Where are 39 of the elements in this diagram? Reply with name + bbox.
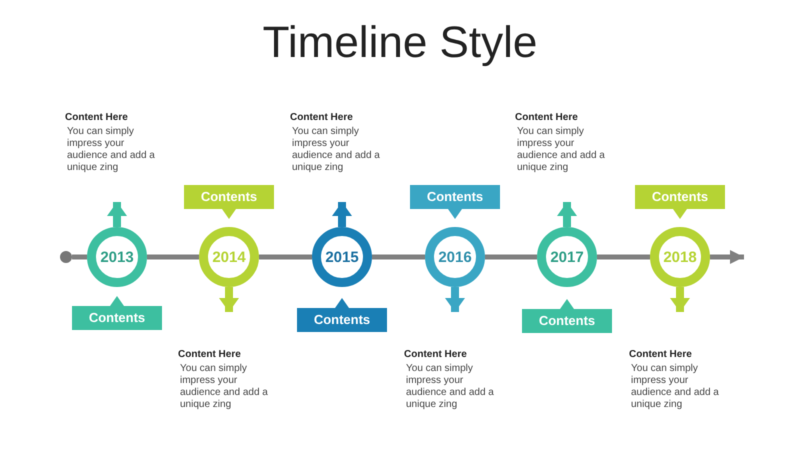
timeline-line <box>259 254 312 260</box>
arrow <box>670 287 690 312</box>
timeline-line <box>597 254 650 260</box>
year-circle: 2015 <box>312 227 372 287</box>
content-heading: Content Here <box>290 112 354 123</box>
arrow <box>107 202 127 227</box>
content-description: You can simply impress your audience and add a unique zing <box>291 126 381 174</box>
arrow <box>332 202 352 227</box>
arrow <box>557 202 577 227</box>
year-circle: 2016 <box>425 227 485 287</box>
timeline-line <box>147 254 199 260</box>
content-description: You can simply impress your audience and add a unique zing <box>516 126 606 174</box>
arrow <box>219 287 239 312</box>
content-heading: Content Here <box>65 112 129 123</box>
content-description: You can simply impress your audience and add a unique zing <box>179 363 269 411</box>
callout-box: Contents <box>297 298 387 332</box>
callout-box: Contents <box>522 299 612 333</box>
callout-box: Contents <box>635 185 725 219</box>
callout-box: Contents <box>184 185 274 219</box>
content-heading: Content Here <box>178 349 242 360</box>
year-circle: 2018 <box>650 227 710 287</box>
content-description: You can simply impress your audience and add a unique zing <box>405 363 495 411</box>
year-circle: 2013 <box>87 227 147 287</box>
start-dot <box>60 251 72 263</box>
callout-box: Contents <box>72 296 162 330</box>
content-heading: Content Here <box>404 349 468 360</box>
content-heading: Content Here <box>515 112 579 123</box>
timeline-line <box>372 254 425 260</box>
year-circle: 2014 <box>199 227 259 287</box>
content-heading: Content Here <box>629 349 693 360</box>
content-description: You can simply impress your audience and add a unique zing <box>630 363 720 411</box>
content-description: You can simply impress your audience and add a unique zing <box>66 126 156 174</box>
timeline-line <box>485 254 537 260</box>
arrow <box>445 287 465 312</box>
title: Timeline Style <box>262 18 538 68</box>
timeline-line <box>710 250 744 264</box>
timeline-line <box>72 254 87 260</box>
callout-box: Contents <box>410 185 500 219</box>
year-circle: 2017 <box>537 227 597 287</box>
